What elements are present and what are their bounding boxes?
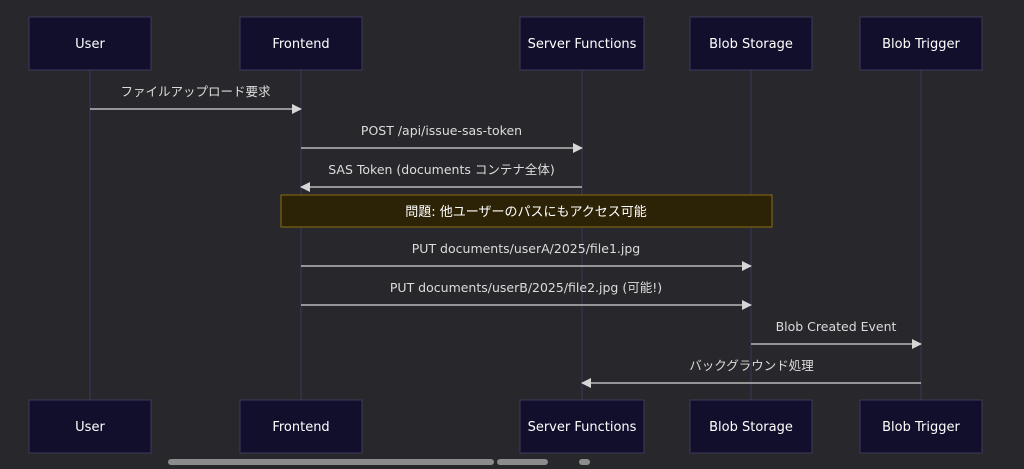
participant-trigger-top: Blob Trigger bbox=[859, 16, 983, 71]
participant-trigger-bottom: Blob Trigger bbox=[859, 399, 983, 454]
horizontal-scrollbar-thumb-secondary[interactable] bbox=[497, 459, 548, 465]
participant-label: Server Functions bbox=[528, 420, 637, 435]
message-label: Blob Created Event bbox=[776, 319, 897, 334]
horizontal-scrollbar-thumb[interactable] bbox=[168, 459, 494, 465]
message-label: ファイルアップロード要求 bbox=[120, 84, 271, 99]
participant-box bbox=[689, 399, 813, 454]
participant-label: Blob Storage bbox=[709, 420, 793, 435]
participant-box bbox=[28, 16, 152, 71]
message-label: バックグラウンド処理 bbox=[689, 358, 814, 373]
participant-box bbox=[519, 399, 645, 454]
participant-box bbox=[239, 399, 363, 454]
message-frontend-to-blob: PUT documents/userB/2025/file2.jpg (可能!) bbox=[301, 280, 752, 310]
participant-label: Frontend bbox=[272, 420, 329, 435]
participant-label: User bbox=[75, 37, 105, 52]
message-blob-to-trigger: Blob Created Event bbox=[751, 319, 922, 349]
note-warning: 問題: 他ユーザーのパスにもアクセス可能 bbox=[280, 194, 773, 228]
participant-frontend-bottom: Frontend bbox=[239, 399, 363, 454]
participant-box bbox=[859, 399, 983, 454]
participant-label: Blob Trigger bbox=[882, 37, 960, 52]
participant-box bbox=[519, 16, 645, 71]
participant-box bbox=[239, 16, 363, 71]
message-label: POST /api/issue-sas-token bbox=[361, 123, 522, 138]
message-label: SAS Token (documents コンテナ全体) bbox=[328, 162, 554, 177]
message-frontend-to-server: POST /api/issue-sas-token bbox=[301, 123, 583, 153]
message-frontend-to-blob: PUT documents/userA/2025/file1.jpg bbox=[301, 241, 752, 271]
participant-box bbox=[28, 399, 152, 454]
participant-label: User bbox=[75, 420, 105, 435]
participant-label: Blob Storage bbox=[709, 37, 793, 52]
message-label: PUT documents/userB/2025/file2.jpg (可能!) bbox=[390, 280, 662, 295]
note-box bbox=[280, 194, 773, 228]
participant-label: Server Functions bbox=[528, 37, 637, 52]
participant-user-top: User bbox=[28, 16, 152, 71]
participant-blob-top: Blob Storage bbox=[689, 16, 813, 71]
participant-server-top: Server Functions bbox=[519, 16, 645, 71]
participant-box bbox=[859, 16, 983, 71]
message-user-to-frontend: ファイルアップロード要求 bbox=[90, 84, 302, 114]
participant-server-bottom: Server Functions bbox=[519, 399, 645, 454]
note-label: 問題: 他ユーザーのパスにもアクセス可能 bbox=[405, 205, 647, 220]
participant-user-bottom: User bbox=[28, 399, 152, 454]
participant-label: Frontend bbox=[272, 37, 329, 52]
message-trigger-to-server: バックグラウンド処理 bbox=[581, 358, 921, 388]
participant-frontend-top: Frontend bbox=[239, 16, 363, 71]
scroll-indicator[interactable] bbox=[579, 459, 590, 465]
participant-label: Blob Trigger bbox=[882, 420, 960, 435]
participant-box bbox=[689, 16, 813, 71]
message-label: PUT documents/userA/2025/file1.jpg bbox=[412, 241, 640, 256]
participant-blob-bottom: Blob Storage bbox=[689, 399, 813, 454]
message-server-to-frontend: SAS Token (documents コンテナ全体) bbox=[300, 162, 582, 192]
